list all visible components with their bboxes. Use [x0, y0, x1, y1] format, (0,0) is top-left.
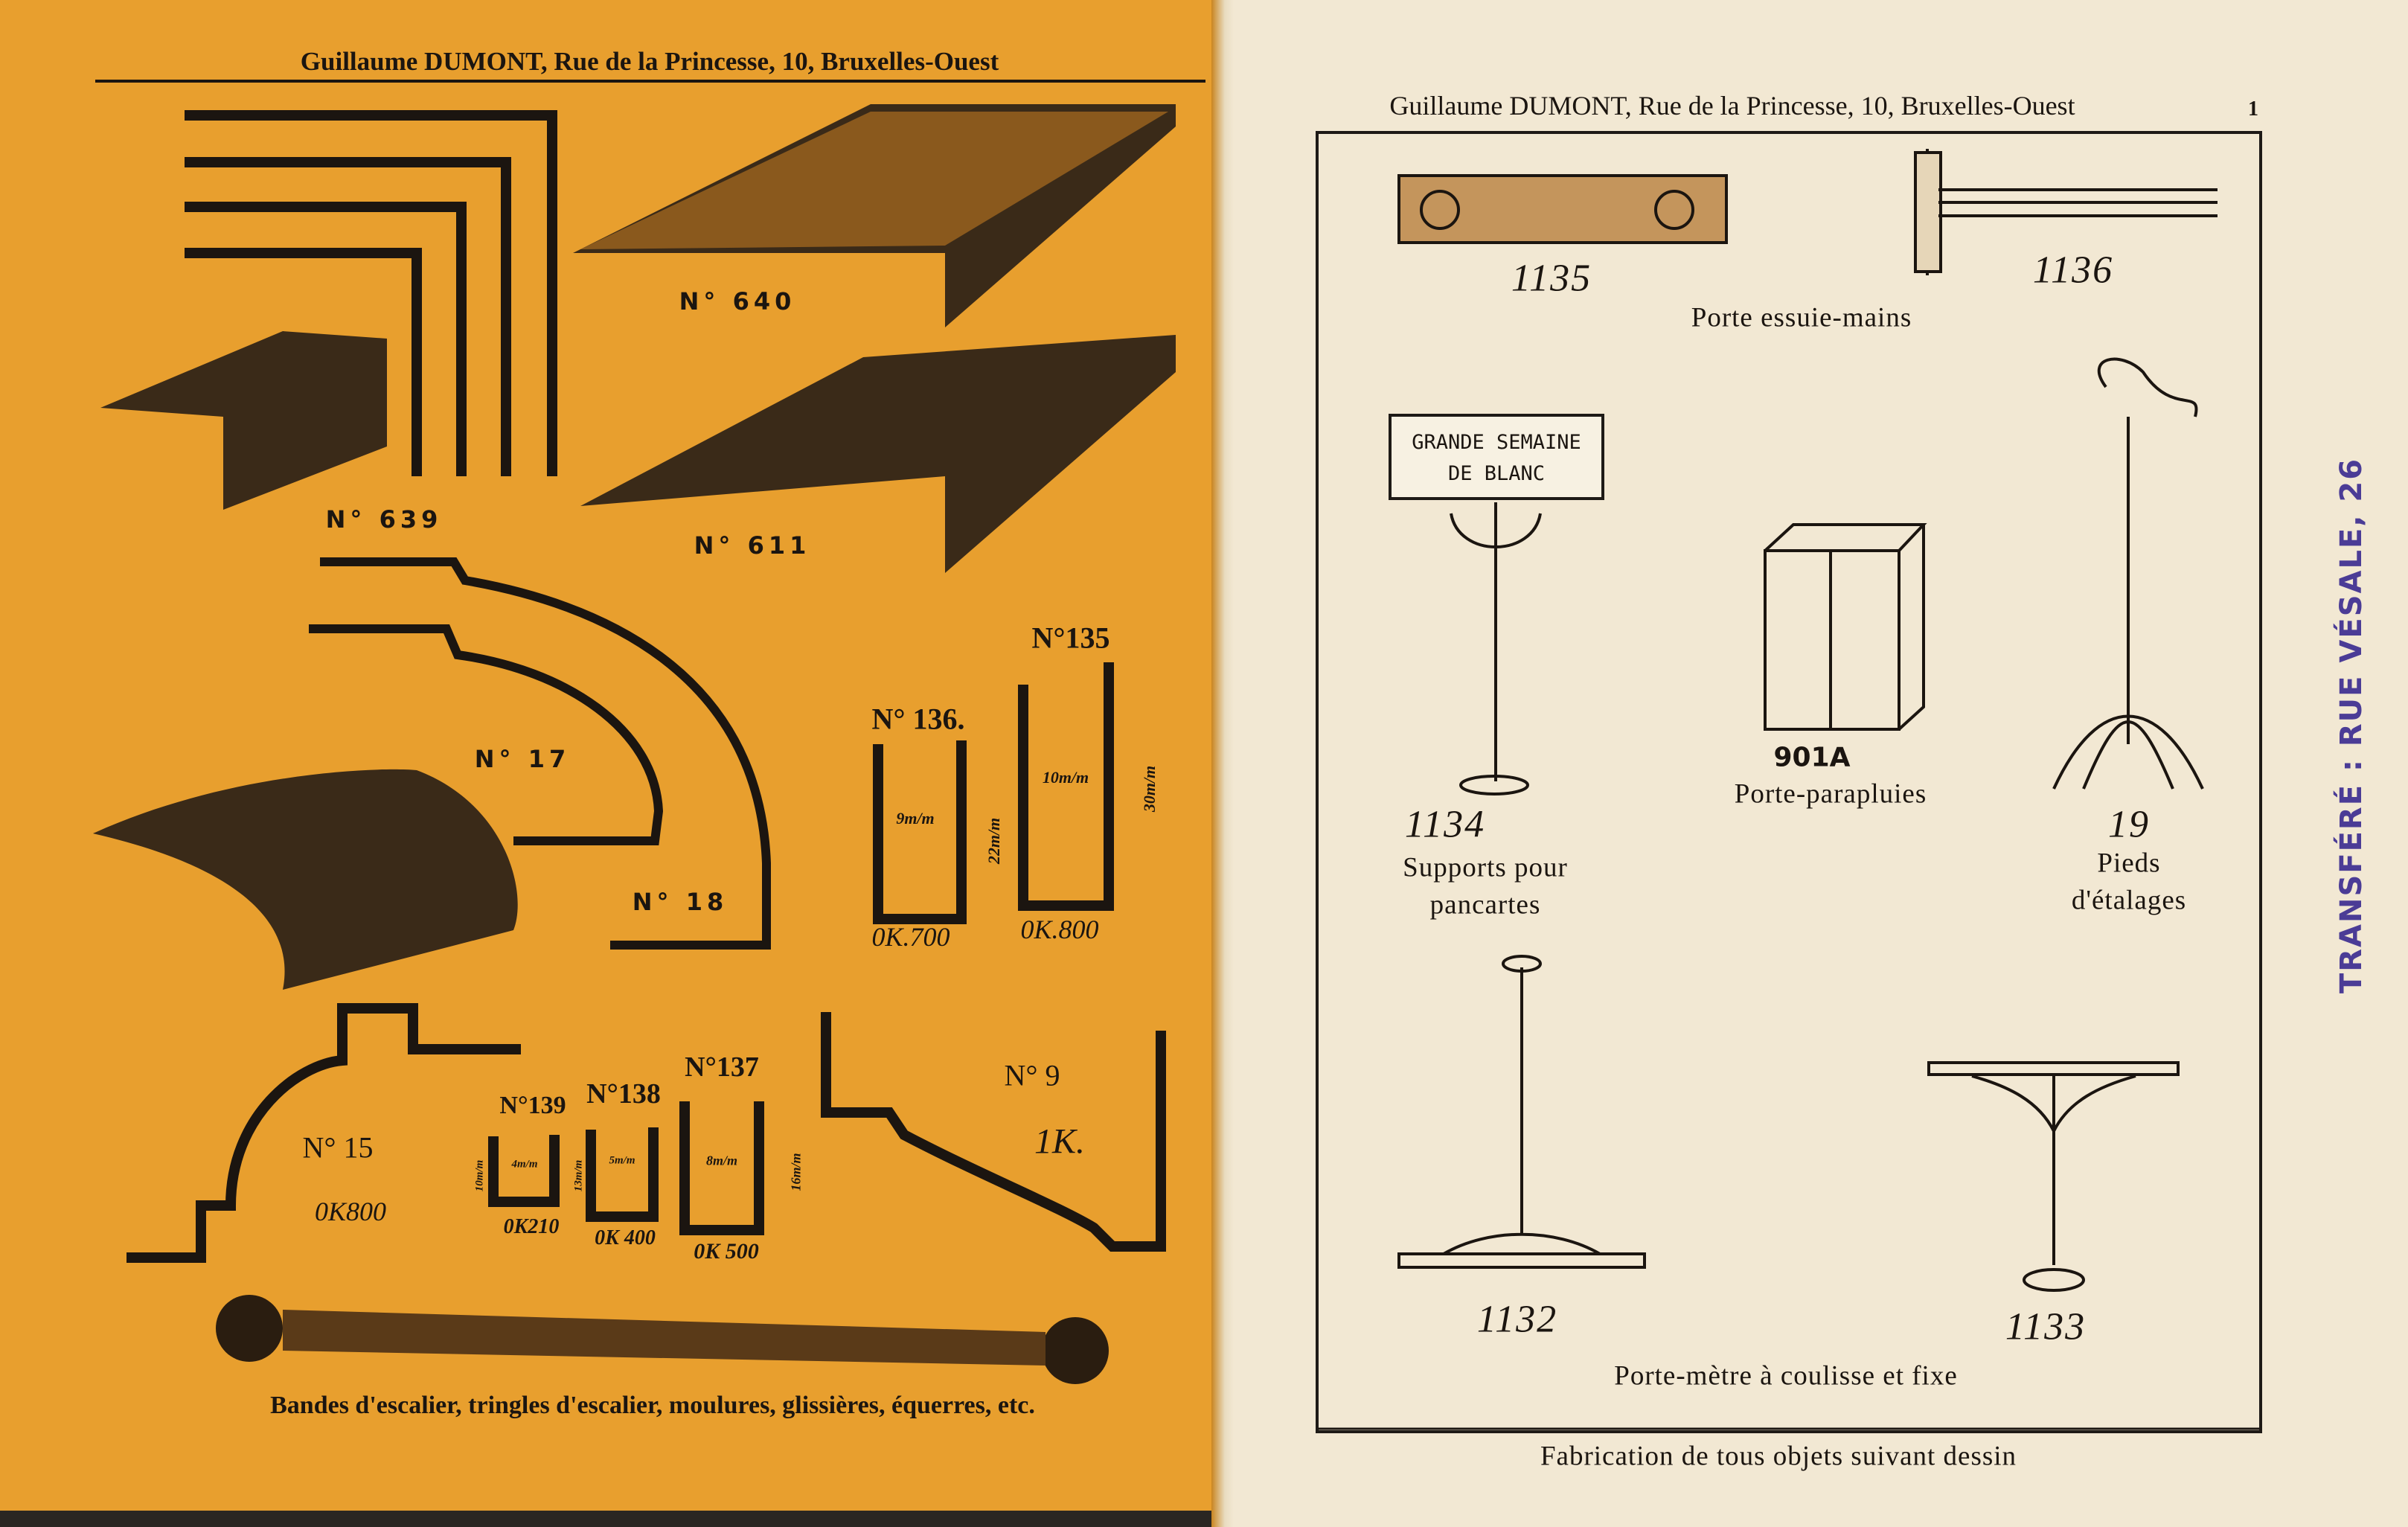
- label-n9: N° 9: [1004, 1058, 1060, 1092]
- towel-holder-caption: Porte essuie-mains: [1691, 302, 1912, 333]
- left-page-caption: Bandes d'escalier, tringles d'escalier, …: [270, 1392, 1035, 1419]
- sign-board: GRANDE SEMAINE DE BLANC: [1389, 414, 1604, 500]
- item-901a: 901A: [1773, 742, 1851, 773]
- book-spine: [1211, 0, 1234, 1527]
- stair-strip-639: [100, 331, 387, 510]
- dim-5mm: 5m/m: [609, 1154, 635, 1167]
- page-number: 1: [2248, 97, 2258, 121]
- dim-9mm: 9m/m: [896, 809, 935, 827]
- right-page-footer: Fabrication de tous objets suivant dessi…: [1540, 1441, 2017, 1472]
- price-1k: 1K.: [1034, 1121, 1086, 1162]
- angle-profiles: [185, 110, 557, 476]
- dim-22mm: 22m/m: [984, 817, 1003, 865]
- price-ok800-n15: 0K800: [314, 1197, 387, 1226]
- price-ok400: 0K 400: [595, 1226, 656, 1249]
- dim-4mm: 4m/m: [511, 1158, 538, 1171]
- right-page-objects: [1397, 149, 2218, 1292]
- supports-caption-line2: pancartes: [1429, 889, 1541, 921]
- right-catalog-page: [1222, 0, 2408, 1527]
- supports-caption-line1: Supports pour: [1403, 852, 1568, 883]
- sign-line-1: GRANDE SEMAINE: [1412, 431, 1581, 454]
- dim-13mm: 13m/m: [572, 1159, 585, 1192]
- stair-rod: [216, 1295, 1109, 1384]
- item-1136: 1136: [2032, 249, 2114, 292]
- page-frame: [1316, 131, 2262, 1433]
- metre-holder-caption: Porte-mètre à coulisse et fixe: [1614, 1360, 1958, 1392]
- label-n15: N° 15: [302, 1130, 374, 1165]
- label-n17: N° 17: [474, 745, 571, 773]
- channel-profiles: [488, 662, 1114, 1235]
- dim-8mm: 8m/m: [705, 1153, 738, 1168]
- label-n139: N°139: [499, 1092, 566, 1119]
- address-stamp: TRANSFÉRÉ : RUE VÉSALE, 26: [2334, 457, 2369, 994]
- right-page-header: Guillaume DUMONT, Rue de la Princesse, 1…: [1389, 91, 2075, 121]
- price-ok700: 0K.700: [871, 922, 950, 952]
- moulding-profiles-17-18: [309, 557, 771, 950]
- price-ok210: 0K210: [503, 1215, 560, 1238]
- label-n137: N°137: [685, 1051, 759, 1083]
- dim-10mm-n139: 10m/m: [473, 1159, 486, 1192]
- item-1133: 1133: [2005, 1305, 2087, 1348]
- label-n640: N° 640: [679, 287, 796, 316]
- label-n611: N° 611: [694, 531, 811, 560]
- label-n18: N° 18: [632, 888, 729, 916]
- umbrella-stand-caption: Porte-parapluies: [1734, 778, 1927, 810]
- moulding-profiles-15-9: [127, 1003, 1166, 1263]
- price-ok500: 0K 500: [694, 1239, 759, 1264]
- pieds-caption-line2: d'étalages: [2071, 885, 2187, 916]
- item-1134: 1134: [1404, 803, 1486, 846]
- dim-16mm: 16m/m: [788, 1153, 804, 1191]
- label-n135: N°135: [1031, 621, 1110, 655]
- stair-strip-611: [580, 335, 1176, 573]
- pieds-caption-line1: Pieds: [2097, 848, 2161, 879]
- curved-glissiere: [93, 769, 518, 990]
- dim-10mm: 10m/m: [1042, 768, 1089, 787]
- left-page-header: Guillaume DUMONT, Rue de la Princesse, 1…: [300, 47, 999, 76]
- item-1132: 1132: [1476, 1298, 1558, 1341]
- item-19: 19: [2108, 803, 2150, 846]
- label-n138: N°138: [586, 1078, 661, 1110]
- item-1135: 1135: [1511, 257, 1592, 300]
- label-n639: N° 639: [325, 505, 443, 534]
- price-ok800: 0K.800: [1020, 915, 1099, 944]
- label-n136: N° 136.: [871, 702, 965, 736]
- dim-30mm: 30m/m: [1140, 765, 1159, 813]
- stair-strip-640: [573, 104, 1176, 327]
- sign-line-2: DE BLANC: [1447, 462, 1546, 485]
